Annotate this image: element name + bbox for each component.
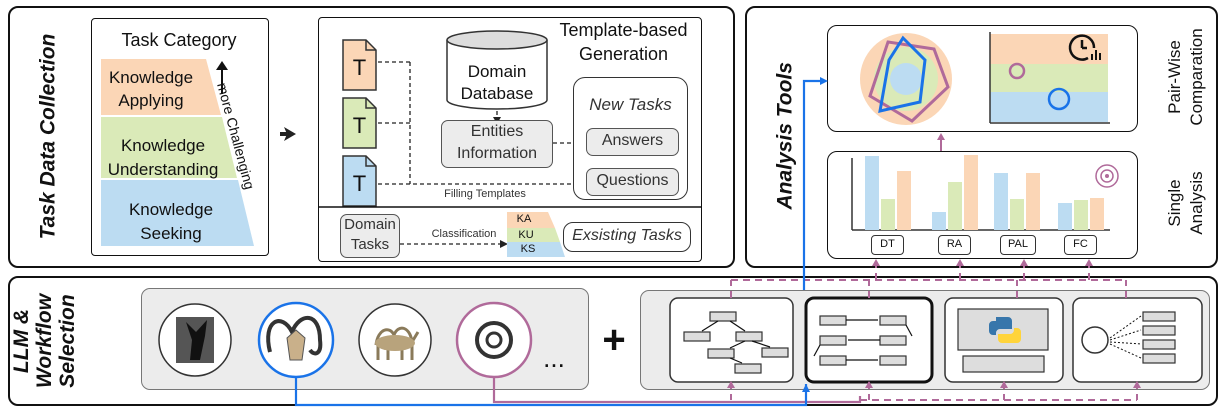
bar-label-pal-text: PAL <box>1008 238 1028 250</box>
clock-icon <box>1068 34 1101 61</box>
template-letter-3: T <box>352 171 367 196</box>
tag-ks: KS <box>520 243 536 255</box>
generation-title-line1: Template-based <box>559 20 688 40</box>
tag-ku: KU <box>518 229 534 241</box>
openai-model-icon <box>455 301 533 379</box>
bar-label-dt <box>871 235 904 255</box>
entities-line2: Information <box>456 145 538 162</box>
database-label-line2: Database <box>460 84 534 103</box>
deer-model-icon <box>158 303 232 377</box>
domain-tasks-line1: Domain <box>344 216 396 233</box>
filling-templates-label: Filling Templates <box>444 188 526 200</box>
existing-tasks-label: Exsisting Tasks <box>572 227 682 244</box>
template-letter-2: T <box>352 113 367 138</box>
level-understanding-line1: Knowledge <box>120 136 206 155</box>
answers-box <box>586 128 679 156</box>
level-seeking-line2: Seeking <box>140 224 202 243</box>
more-models-ellipsis: ... <box>543 343 565 373</box>
database-label-line1: Domain <box>467 62 527 81</box>
openai-icon <box>1095 164 1119 188</box>
bar-label-ra <box>938 235 971 255</box>
python-icon <box>989 317 1021 343</box>
bar-label-fc <box>1064 235 1097 255</box>
llama-model-icon <box>257 301 335 379</box>
tag-ka: KA <box>516 213 532 225</box>
camel-model-icon <box>358 303 432 377</box>
template-letter-1: T <box>352 55 367 80</box>
plus-sign: + <box>602 318 626 362</box>
level-seeking-line1: Knowledge <box>128 200 214 219</box>
bar-label-fc-text: FC <box>1073 238 1088 250</box>
classification-label: Classification <box>431 228 497 240</box>
entities-line1: Entities <box>470 123 524 140</box>
bar-label-ra-text: RA <box>946 238 963 250</box>
existing-tasks-box <box>563 222 691 252</box>
new-tasks-label: New Tasks <box>589 95 672 114</box>
bar-label-pal <box>1000 235 1036 255</box>
level-applying-line1: Knowledge <box>108 68 194 87</box>
domain-tasks-line2: Tasks <box>350 236 390 253</box>
entities-information-box <box>441 120 553 168</box>
level-understanding-line2: Understanding <box>107 160 219 179</box>
task-category-title: Task Category <box>121 30 237 50</box>
level-applying-line2: Applying <box>118 91 184 110</box>
domain-tasks-box <box>340 214 400 258</box>
bar-label-dt-text: DT <box>880 238 895 250</box>
questions-label: Questions <box>596 172 669 189</box>
answers-label: Answers <box>601 132 664 149</box>
questions-box <box>586 168 679 196</box>
generation-title-line2: Generation <box>578 44 669 64</box>
